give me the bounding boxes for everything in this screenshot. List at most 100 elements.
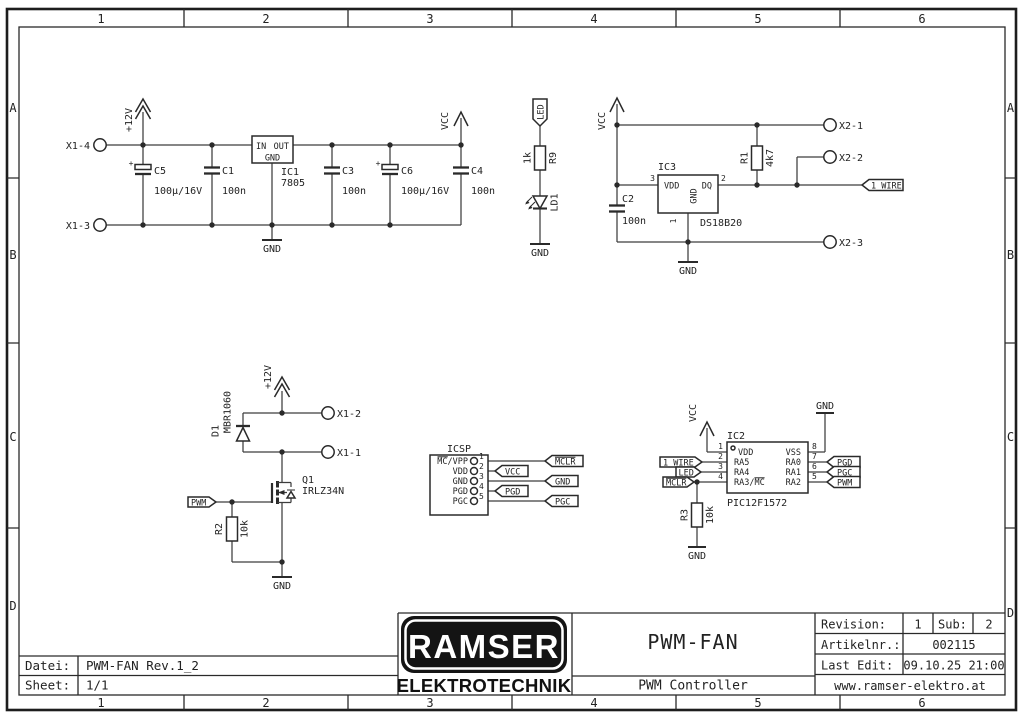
vcc-symbol <box>609 96 625 113</box>
net-tag-1wire-label: 1_WIRE <box>663 459 694 469</box>
part-value: 100n <box>342 186 366 197</box>
connector-label-x2-1: X2-1 <box>839 121 863 132</box>
plus12v-label: +12V <box>263 365 274 389</box>
website: www.ramser-elektro.at <box>834 679 986 693</box>
icsp-title: ICSP <box>447 444 471 455</box>
pin1-marker <box>730 445 736 451</box>
vcc-label: VCC <box>688 404 699 422</box>
net-tag-1wire-label: 1_WIRE <box>871 182 902 192</box>
ic2-pic12f1572: IC2 VDD RA5 RA4 RA3/MC VSS RA0 RA1 RA2 1… <box>718 431 817 509</box>
datei-label: Datei: <box>25 658 70 673</box>
grid-col-label: 1 <box>97 12 104 26</box>
net-tag-vcc-label: VCC <box>505 468 520 478</box>
pin-number: 3 <box>650 174 655 183</box>
pin-number: 3 <box>479 472 484 481</box>
icsp-pin-name: PGD <box>453 487 468 497</box>
icsp-pin-name: MC/VPP <box>437 457 468 467</box>
diode-d1 <box>235 424 251 442</box>
net-tag-pwm-label: PWM <box>191 499 206 509</box>
sheet-label: Sheet: <box>25 678 70 693</box>
r2-value: 10k <box>240 520 251 538</box>
grid-row-label: A <box>1007 101 1015 115</box>
net-tag-pgd-label: PGD <box>505 488 520 498</box>
gnd-label: GND <box>679 266 697 277</box>
ld1-name: LD1 <box>550 193 561 211</box>
resistor-r9 <box>533 145 547 171</box>
part-name: C6 <box>401 166 413 177</box>
d1-part: MBR1060 <box>223 391 234 433</box>
grid-col-label: 6 <box>918 696 925 710</box>
pin-number: 8 <box>812 442 817 451</box>
ic2-pin-name: RA0 <box>786 458 801 468</box>
junction-dots <box>140 142 464 228</box>
artikelnr-label: Artikelnr.: <box>821 638 900 652</box>
ic2-pin-name: VSS <box>786 448 801 458</box>
ic2-pin-name: VDD <box>738 448 753 458</box>
r9-value: 1k <box>523 152 534 164</box>
driver-section: +12V D1 MBR1060 X1-2 X1-1 Q1 IRLZ34N PWM <box>187 365 361 592</box>
pin-number: 6 <box>812 462 817 471</box>
gnd-label: GND <box>273 581 291 592</box>
pin-number: 2 <box>721 174 726 183</box>
ic2-pin-name: RA4 <box>734 468 749 478</box>
capacitor-c3: C3 100n <box>324 166 366 197</box>
net-tag-gnd-label: GND <box>555 478 570 488</box>
resistor-r2 <box>225 516 239 542</box>
gnd-symbol-bottom: GND <box>688 545 706 562</box>
grid-col-label: 3 <box>426 12 433 26</box>
gnd-label: GND <box>263 244 281 255</box>
part-name: IC3 <box>658 162 676 173</box>
part-value: 100n <box>471 186 495 197</box>
connector-label-x1-2: X1-2 <box>337 409 361 420</box>
sheet-value: 1/1 <box>86 678 109 693</box>
resistor-r3 <box>690 502 704 528</box>
part-value: PIC12F1572 <box>727 498 787 509</box>
plus12v-symbol <box>273 375 291 398</box>
part-value: DS18B20 <box>700 218 742 229</box>
net-tag-mclr-label: MCLR <box>555 458 576 468</box>
led-ld1 <box>525 195 549 211</box>
icsp-section: ICSP MC/VPP VDD GND PGD PGC 1 2 3 4 5 MC… <box>429 444 584 516</box>
connector-pad-x1-4 <box>93 138 107 152</box>
gnd-symbol: GND <box>530 242 550 259</box>
connector-pad-x1-1 <box>321 445 335 459</box>
icsp-header-box <box>429 454 489 516</box>
connector-pad-x2-2 <box>823 150 837 164</box>
grid-row-label: C <box>9 430 16 444</box>
pin-number: 2 <box>479 462 484 471</box>
artikelnr-value: 002115 <box>932 638 975 652</box>
polarity-plus: + <box>376 159 381 168</box>
mosfet-q1 <box>270 481 297 504</box>
gnd-label: GND <box>688 551 706 562</box>
vcc-label: VCC <box>440 112 451 130</box>
revision-label: Revision: <box>821 618 886 632</box>
r9-name: R9 <box>548 152 559 164</box>
part-value: 7805 <box>281 178 305 189</box>
connector-pad-x2-3 <box>823 235 837 249</box>
title-block: RAMSER ELEKTROTECHNIK PWM-FAN PWM Contro… <box>19 612 1005 696</box>
net-tag-vcc <box>493 464 529 478</box>
part-value: 100n <box>222 186 246 197</box>
capacitor-c6: + C6 100µ/16V <box>376 159 450 197</box>
logo-text-bottom: ELEKTROTECHNIK <box>397 675 572 696</box>
gnd-symbol-top: GND <box>816 401 834 415</box>
datei-value: PWM-FAN Rev.1_2 <box>86 658 199 673</box>
part-name: C3 <box>342 166 354 177</box>
junction-dots <box>229 410 285 565</box>
revision-value: 1 <box>914 618 921 632</box>
part-value: 100µ/16V <box>154 186 202 197</box>
ic2-pin-name: RA2 <box>786 478 801 488</box>
icsp-pin-name: PGC <box>453 497 468 507</box>
ic3-ds18b20: IC3 VDD DQ GND 3 2 1 DS18B20 <box>650 162 742 229</box>
power-supply-section: +12V VCC X1-4 X1-3 + C5 100µ/16V C1 100n… <box>66 97 495 255</box>
sub-value: 2 <box>985 618 992 632</box>
d1-name: D1 <box>211 425 222 437</box>
net-tag-led-label: LED <box>679 469 694 479</box>
ic2-pin-name: RA5 <box>734 458 749 468</box>
r3-name: R3 <box>680 509 691 521</box>
net-tag-pwm <box>187 496 218 508</box>
ic3-pin-gnd: GND <box>690 188 700 203</box>
net-tag-gnd <box>543 474 579 488</box>
mcu-section: VCC GND IC2 VDD RA5 RA4 RA3/MC VSS RA0 R… <box>659 401 861 562</box>
